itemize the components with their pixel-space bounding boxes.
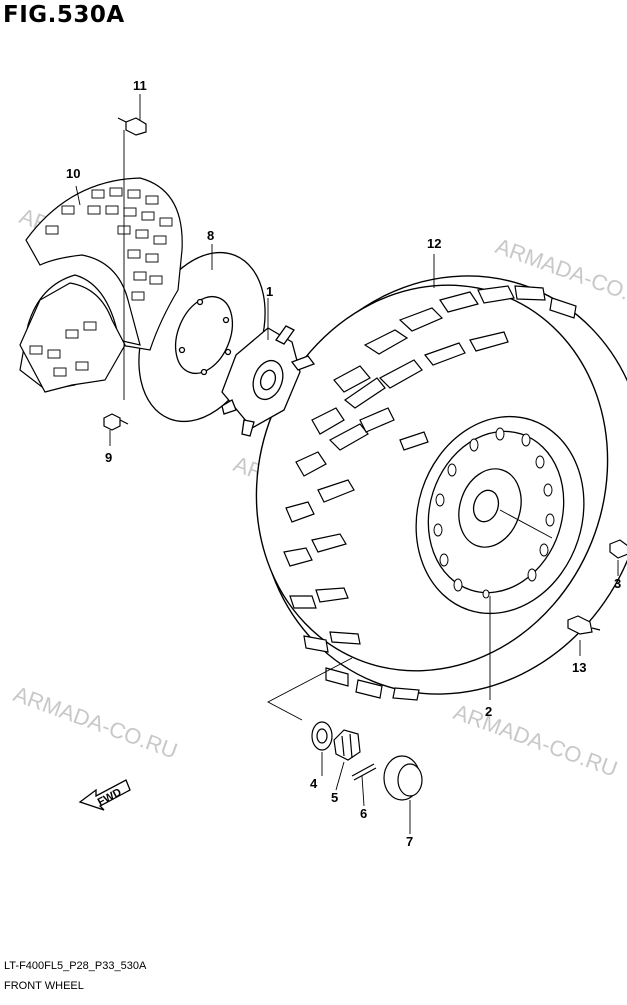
callout-9: 9 [105, 450, 112, 465]
valve-13 [567, 615, 601, 635]
callout-4: 4 [310, 776, 318, 791]
wheel-hub [221, 325, 316, 437]
bolt-9 [103, 413, 129, 431]
disc-cover-slots [29, 187, 173, 377]
diagram-name: FRONT WHEEL [4, 980, 84, 992]
callout-11: 11 [133, 78, 147, 93]
callout-7: 7 [406, 834, 413, 849]
callout-1: 1 [266, 284, 273, 299]
callout-8: 8 [207, 228, 214, 243]
cap-7 [383, 755, 423, 801]
washer-4 [311, 721, 333, 751]
cotter-pin-6 [351, 763, 377, 781]
callout-3: 3 [614, 576, 621, 591]
fwd-arrow-icon: FWD [78, 779, 131, 811]
callout-12: 12 [427, 236, 441, 251]
fwd-label: FWD [96, 786, 124, 808]
watermark: ARMADA-CO.RU [450, 699, 621, 781]
nut-3 [609, 539, 627, 559]
watermark: ARMADA-CO.RU [10, 681, 181, 763]
callout-10: 10 [66, 166, 80, 181]
callout-2: 2 [485, 704, 492, 719]
tire-tread [283, 285, 577, 701]
castle-nut-5 [333, 729, 361, 761]
bolt-11 [117, 117, 147, 136]
callout-5: 5 [331, 790, 338, 805]
callout-6: 6 [360, 806, 367, 821]
figure-title: FIG.530A [3, 2, 125, 28]
callout-13: 13 [572, 660, 586, 675]
diagram-code: LT-F400FL5_P28_P33_530A [4, 960, 147, 972]
rim-holes [433, 427, 555, 599]
leader-lines [75, 94, 619, 834]
